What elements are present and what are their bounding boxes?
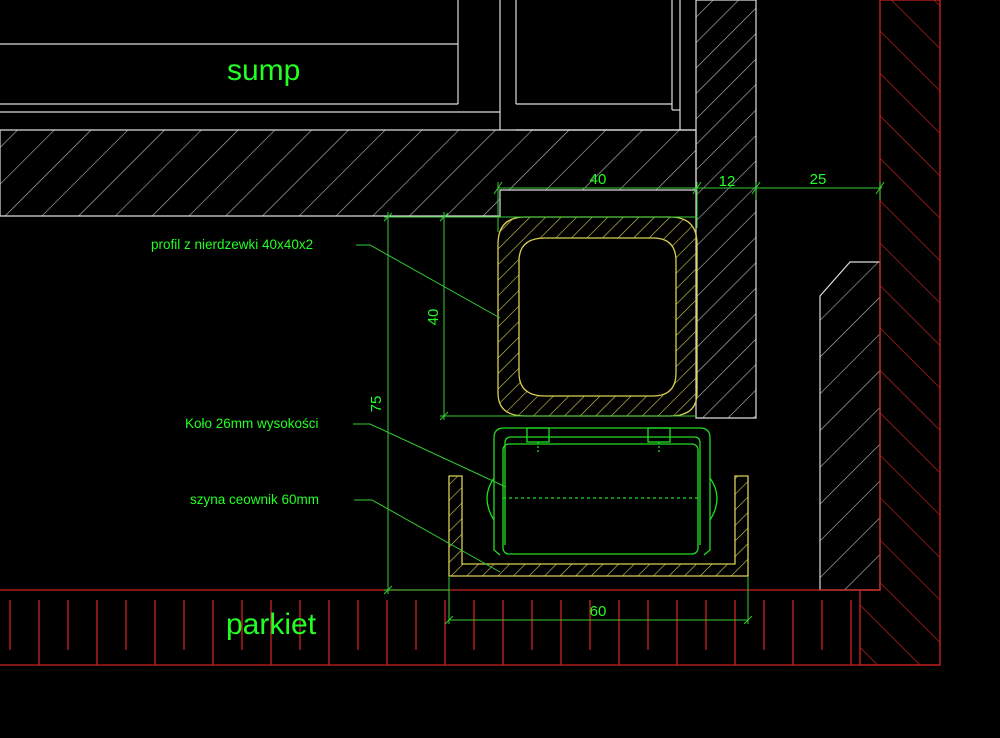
sump-frame bbox=[0, 0, 696, 131]
vertical-wall bbox=[695, 0, 757, 419]
dimension-lines bbox=[383, 181, 885, 625]
dim-wall-12: 12 bbox=[719, 173, 736, 190]
dim-profile-width: 40 bbox=[590, 171, 607, 188]
wheel-annotation: Koło 26mm wysokości bbox=[185, 416, 319, 431]
parquet-floor bbox=[0, 589, 940, 666]
dim-gap-25: 25 bbox=[810, 171, 827, 188]
profile-annotation: profil z nierdzewki 40x40x2 bbox=[151, 237, 313, 252]
channel-rail bbox=[448, 475, 749, 577]
steel-profile bbox=[497, 216, 698, 417]
parkiet-label: parkiet bbox=[226, 608, 317, 641]
dim-profile-height: 40 bbox=[425, 309, 442, 326]
leader-lines bbox=[353, 244, 507, 573]
dim-total-height: 75 bbox=[368, 396, 385, 413]
sump-label: sump bbox=[227, 54, 300, 87]
wheel-assembly bbox=[486, 427, 718, 556]
side-wall-block bbox=[819, 261, 881, 591]
rail-annotation: szyna ceownik 60mm bbox=[190, 492, 319, 507]
dim-rail-width: 60 bbox=[590, 603, 607, 620]
